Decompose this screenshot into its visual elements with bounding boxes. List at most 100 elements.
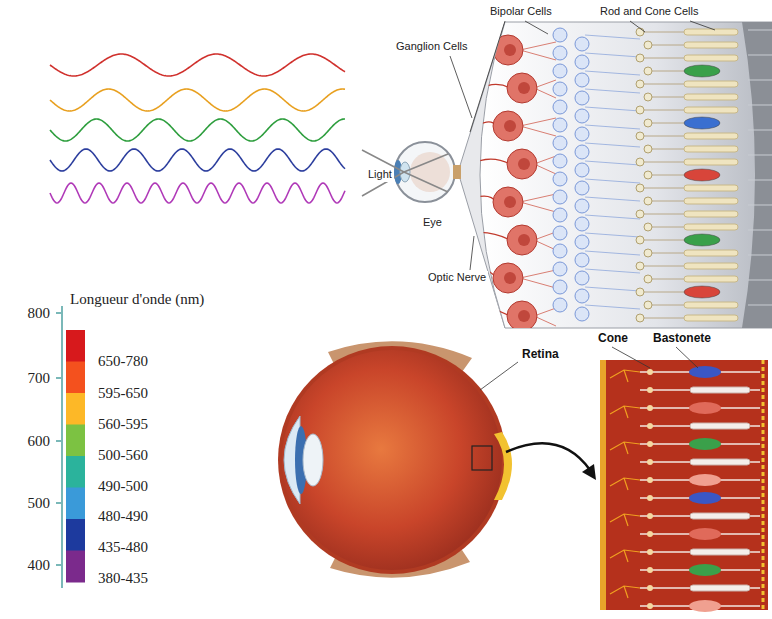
- photoreceptor-stem: [648, 253, 684, 254]
- light-ray: [362, 154, 448, 196]
- receptor-nucleus: [647, 531, 653, 537]
- cone-cell: [689, 366, 721, 378]
- ganglion-cell: [493, 263, 523, 293]
- photoreceptor-stem: [640, 318, 684, 319]
- wavelength-range: 500-560: [96, 446, 150, 464]
- eye-label: Eye: [421, 216, 444, 229]
- receptor-nucleus: [647, 459, 653, 465]
- color-swatch: [66, 362, 85, 394]
- receptor-nucleus: [647, 603, 653, 609]
- wavelength-range: 595-650: [96, 384, 150, 402]
- axis-number: 800: [26, 304, 53, 322]
- ganglion-cell: [507, 149, 537, 179]
- photoreceptor-stem: [648, 227, 684, 228]
- rod-cell: [684, 159, 738, 165]
- dendrite: [520, 50, 556, 60]
- receptor-nucleus: [647, 405, 653, 411]
- axis-number: 700: [26, 369, 53, 387]
- rod-cell: [690, 585, 750, 591]
- zoom-box: [472, 446, 492, 470]
- photoreceptor-stem: [648, 149, 684, 150]
- ganglion-nucleus: [518, 234, 530, 246]
- rod-cell: [684, 185, 738, 191]
- retina-label: Retina: [520, 347, 561, 361]
- ganglion-nucleus: [504, 272, 516, 284]
- ganglion-nucleus: [518, 82, 530, 94]
- bipolar-cell: [575, 91, 589, 105]
- bipolar-cell: [553, 82, 567, 96]
- wavelength-range: 435-480: [96, 538, 150, 556]
- bipolar-fiber: [585, 197, 640, 201]
- wavelength-range: 560-595: [96, 415, 150, 433]
- photoreceptor-nucleus: [636, 288, 644, 296]
- dendrite: [520, 194, 556, 202]
- photoreceptor-stem: [640, 240, 684, 241]
- bipolar-cell: [553, 46, 567, 60]
- dendrite: [520, 42, 556, 50]
- leader-line: [676, 347, 698, 368]
- rod-cell: [684, 263, 738, 269]
- leader-line: [470, 21, 505, 132]
- bipolar-cell: [553, 208, 567, 222]
- color-swatch: [66, 425, 85, 457]
- leader-line: [480, 362, 518, 390]
- bipolar-fiber: [585, 71, 640, 75]
- bipolar-cell: [553, 100, 567, 114]
- bipolar-cell: [575, 55, 589, 69]
- rod-cell: [690, 423, 750, 429]
- bipolar-cell: [575, 307, 589, 321]
- photoreceptor-nucleus: [636, 28, 644, 36]
- bipolar-cell: [553, 64, 567, 78]
- optic-disc: [494, 432, 512, 500]
- ganglion-cell: [507, 225, 537, 255]
- bipolar-cell: [575, 217, 589, 231]
- cone-cell: [689, 474, 721, 486]
- neuron-branch: [610, 370, 640, 382]
- ganglion-nucleus: [518, 310, 530, 322]
- rod-cell: [684, 315, 738, 321]
- bipolar-fiber: [585, 125, 640, 129]
- nerve-fiber: [470, 196, 496, 202]
- rod-cell: [684, 146, 738, 152]
- small-eye-fundus: [410, 152, 450, 192]
- photoreceptor-stem: [648, 175, 684, 176]
- neuron-branch: [610, 478, 640, 490]
- photoreceptor-stem: [648, 305, 684, 306]
- bipolar-cell: [575, 271, 589, 285]
- pigment-cell-border: [748, 205, 772, 206]
- bipolar-fiber: [585, 89, 640, 93]
- photoreceptor-nucleus: [636, 158, 644, 166]
- ganglion-cell: [493, 187, 523, 217]
- bipolar-cell: [575, 253, 589, 267]
- neuron-branch: [610, 514, 640, 526]
- photoreceptor-stem: [640, 214, 684, 215]
- receptor-nucleus: [647, 441, 653, 447]
- rod-cell: [684, 133, 738, 139]
- cone-label: Cone: [596, 331, 630, 345]
- axis-tick: [56, 440, 62, 442]
- receptor-nucleus: [647, 477, 653, 483]
- photoreceptor-stem: [640, 110, 684, 111]
- cone-cell: [689, 600, 721, 612]
- cone-cell: [689, 528, 721, 540]
- color-swatch: [66, 519, 85, 551]
- photoreceptor-stem: [648, 97, 684, 98]
- receptor-nucleus: [647, 495, 653, 501]
- nerve-fiber: [470, 302, 510, 316]
- ganglion-cell: [507, 301, 537, 331]
- ganglion-cell: [493, 111, 523, 141]
- light-label: Light: [366, 168, 394, 181]
- cone-cell: [689, 402, 721, 414]
- pigment-cell-border: [748, 255, 772, 256]
- photoreceptor-nucleus: [636, 80, 644, 88]
- rod-label: Bastonete: [651, 331, 713, 345]
- wavelength-range: 490-500: [96, 477, 150, 495]
- ganglion-nucleus: [504, 196, 516, 208]
- color-swatch: [66, 456, 85, 488]
- rod-cell: [684, 94, 738, 100]
- rod-cell: [690, 459, 750, 465]
- bipolar-cell: [553, 280, 567, 294]
- layer-label: Rod and Cone Cells: [598, 5, 700, 18]
- wavelength-range: 650-780: [96, 352, 150, 370]
